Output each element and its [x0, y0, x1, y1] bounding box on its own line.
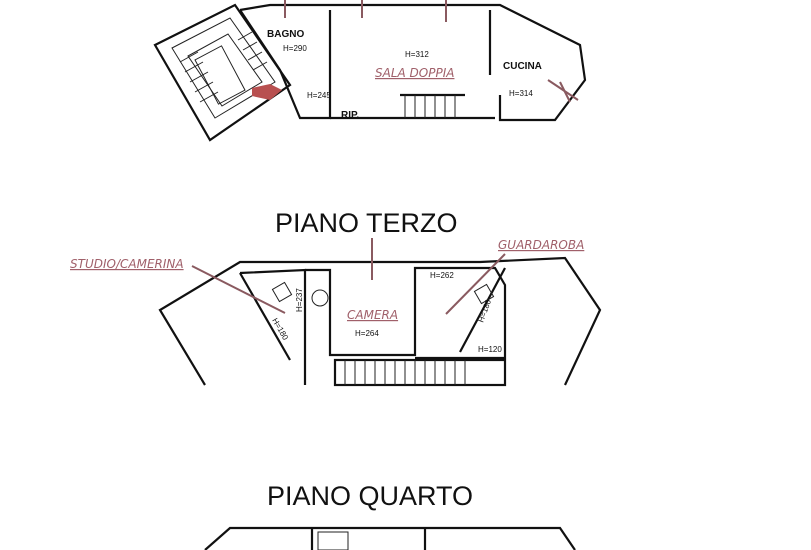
room-label-bagno: BAGNO — [267, 29, 304, 40]
annotation-sala-doppia: SALA DOPPIA — [375, 66, 454, 80]
floor-title-piano-terzo: PIANO TERZO — [275, 208, 458, 238]
height-label: H=237 — [295, 288, 304, 312]
annotation-studio-camerina: STUDIO/CAMERINA — [70, 257, 184, 271]
height-label: H=314 — [509, 89, 533, 98]
height-label: H=245 — [307, 91, 331, 100]
height-label: H=120 — [478, 345, 502, 354]
upper-floor-plan: BAGNO H=290 H=312 SALA DOPPIA CUCINA H=2… — [153, 0, 587, 142]
height-label: H=180 — [476, 298, 493, 324]
floor-title-piano-quarto: PIANO QUARTO — [267, 481, 473, 511]
room-label-rip: RIP. — [341, 110, 359, 121]
height-label: H=290 — [283, 44, 307, 53]
entrance-arrow-icon — [252, 84, 282, 100]
stair-outline — [153, 3, 292, 142]
room-label-cucina: CUCINA — [503, 61, 542, 72]
piano-terzo-plan: PIANO TERZO STUDIO/CAMERINA CAMERA GUARD… — [70, 208, 602, 387]
annotation-camera: CAMERA — [347, 308, 398, 322]
piano-quarto-plan: PIANO QUARTO — [204, 481, 576, 550]
height-label: H=312 — [405, 50, 429, 59]
height-label: H=264 — [355, 329, 379, 338]
annotation-guardaroba: GUARDAROBA — [498, 238, 584, 252]
height-label: H=262 — [430, 271, 454, 280]
